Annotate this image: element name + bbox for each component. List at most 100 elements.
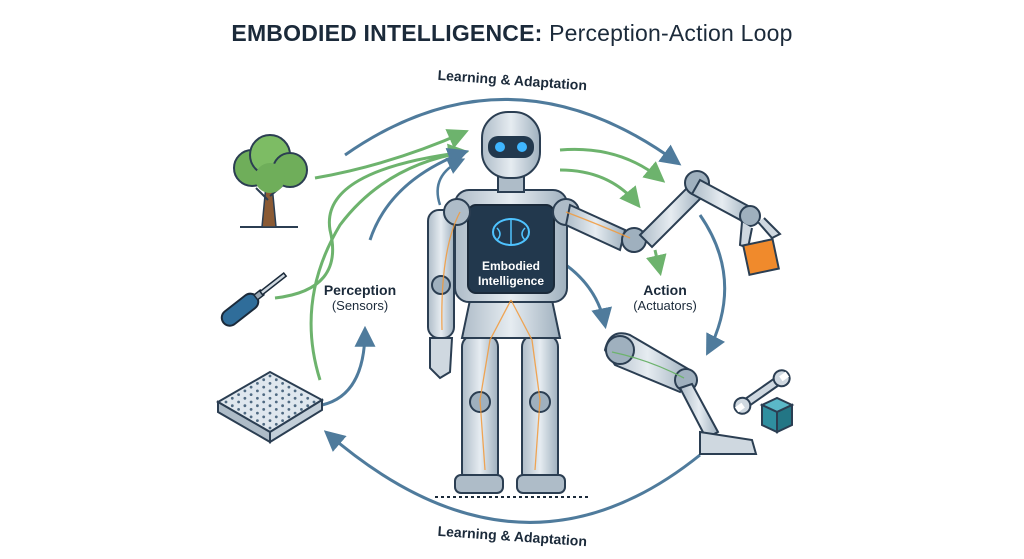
grid-to-robot-arrow <box>309 150 466 381</box>
sensor-dot <box>262 378 266 382</box>
action-title: Action <box>643 282 687 298</box>
sensor-dot <box>306 396 310 400</box>
sensor-dot <box>281 396 284 400</box>
sensor-dot <box>306 404 310 408</box>
tree-icon <box>233 134 308 228</box>
sensor-dot <box>230 396 234 400</box>
sensor-dot <box>287 385 291 389</box>
sensor-dot <box>224 400 228 404</box>
sensor-dot <box>268 374 272 378</box>
action-subtitle: (Actuators) <box>633 298 697 313</box>
sensor-dot <box>249 415 253 419</box>
sensor-dot <box>300 400 303 404</box>
sensor-dot <box>274 378 278 382</box>
perception-title: Perception <box>323 282 397 298</box>
core-to-action-arrow <box>646 249 667 277</box>
sensor-dot <box>281 404 284 408</box>
perception-subtitle: (Sensors) <box>331 298 389 313</box>
robot-leg-icon <box>603 332 758 455</box>
bottom-loop-arrow <box>323 430 701 524</box>
core-panel <box>467 204 555 294</box>
sensor-dot <box>268 419 272 422</box>
sensor-dot <box>268 382 272 385</box>
sensor-dot <box>274 393 278 396</box>
right-loop-arrow <box>698 214 727 356</box>
perception-label: Perception (Sensors) <box>300 282 420 313</box>
sensor-dot <box>262 385 266 389</box>
sensor-dot <box>262 422 266 426</box>
top-loop-arrow <box>344 98 682 166</box>
brain-icon <box>492 218 530 246</box>
robot-left-arm <box>427 209 455 339</box>
grid-to-perception-arrow <box>321 325 376 407</box>
core-label-line1: Embodied <box>482 259 540 273</box>
sensor-dot <box>268 411 272 415</box>
robot: Embodied Intelligence <box>427 111 647 498</box>
sensor-dot <box>256 396 259 400</box>
robot-right-eye <box>517 142 527 152</box>
sensor-dot <box>268 426 272 430</box>
robot-pelvis <box>460 299 562 339</box>
sensor-dot <box>281 389 284 393</box>
sensor-dot <box>256 382 259 385</box>
sensor-dot <box>243 404 247 408</box>
title-sub: Perception-Action Loop <box>549 20 793 46</box>
sensor-dot <box>274 415 278 419</box>
sensor-dot <box>293 404 297 408</box>
shoulder-inner-arrow <box>436 158 466 206</box>
sensor-dot <box>262 408 266 411</box>
sensor-dot <box>287 393 291 396</box>
sensor-dot <box>243 396 247 400</box>
sensor-dot <box>249 393 253 396</box>
sensor-dot <box>237 400 241 404</box>
sensor-dot <box>243 389 247 393</box>
sensor-dot <box>287 400 291 404</box>
teal-cube-icon <box>759 396 795 434</box>
robot-left-eye <box>495 142 505 152</box>
sensor-dot <box>287 415 291 419</box>
screwdriver-to-robot-arrow <box>274 143 470 300</box>
sensor-dot <box>274 400 278 404</box>
sensor-dot <box>256 404 259 408</box>
sensor-dot <box>262 400 266 404</box>
sensor-dot <box>230 404 234 408</box>
sensor-dot <box>293 396 297 400</box>
cube-icon <box>742 238 780 276</box>
tree-to-robot-arrow <box>314 129 469 180</box>
sensor-dot <box>237 408 241 411</box>
screwdriver-icon <box>220 271 288 327</box>
robot-right-arm <box>564 203 627 252</box>
wrench-icon <box>733 369 791 415</box>
sensor-dot <box>281 419 284 422</box>
sensor-dot <box>243 411 247 415</box>
title-main: EMBODIED INTELLIGENCE: <box>231 20 543 46</box>
sensor-dot <box>262 415 266 419</box>
sensor-dot <box>281 382 284 385</box>
sensor-dot <box>312 400 316 404</box>
sensor-dot <box>281 411 284 415</box>
head-to-arm-lower-arrow <box>559 168 641 209</box>
head-to-arm-arrow <box>559 147 666 183</box>
sensor-dot <box>268 404 272 408</box>
sensor-dot <box>268 389 272 393</box>
diagram-title: EMBODIED INTELLIGENCE: Perception-Action… <box>0 20 1024 47</box>
sensor-dot <box>300 408 303 411</box>
top-loop-label: Learning & Adaptation <box>437 67 587 93</box>
sensor-dot <box>256 411 259 415</box>
sensor-dot <box>274 408 278 411</box>
sensor-dot <box>274 385 278 389</box>
bottom-loop-label: Learning & Adaptation <box>437 523 587 549</box>
sensor-dot <box>300 393 303 396</box>
sensor-dot <box>268 396 272 400</box>
sensor-dot <box>293 389 297 393</box>
sensor-dot <box>256 419 259 422</box>
sensor-dot <box>249 400 253 404</box>
core-label-line2: Intelligence <box>478 274 544 288</box>
sensor-dot <box>256 389 259 393</box>
robot-arm-icon <box>638 170 782 250</box>
sensor-dot <box>249 385 253 389</box>
sensor-grid-icon <box>215 370 325 444</box>
action-label: Action (Actuators) <box>605 282 725 313</box>
sensor-dot <box>287 408 291 411</box>
